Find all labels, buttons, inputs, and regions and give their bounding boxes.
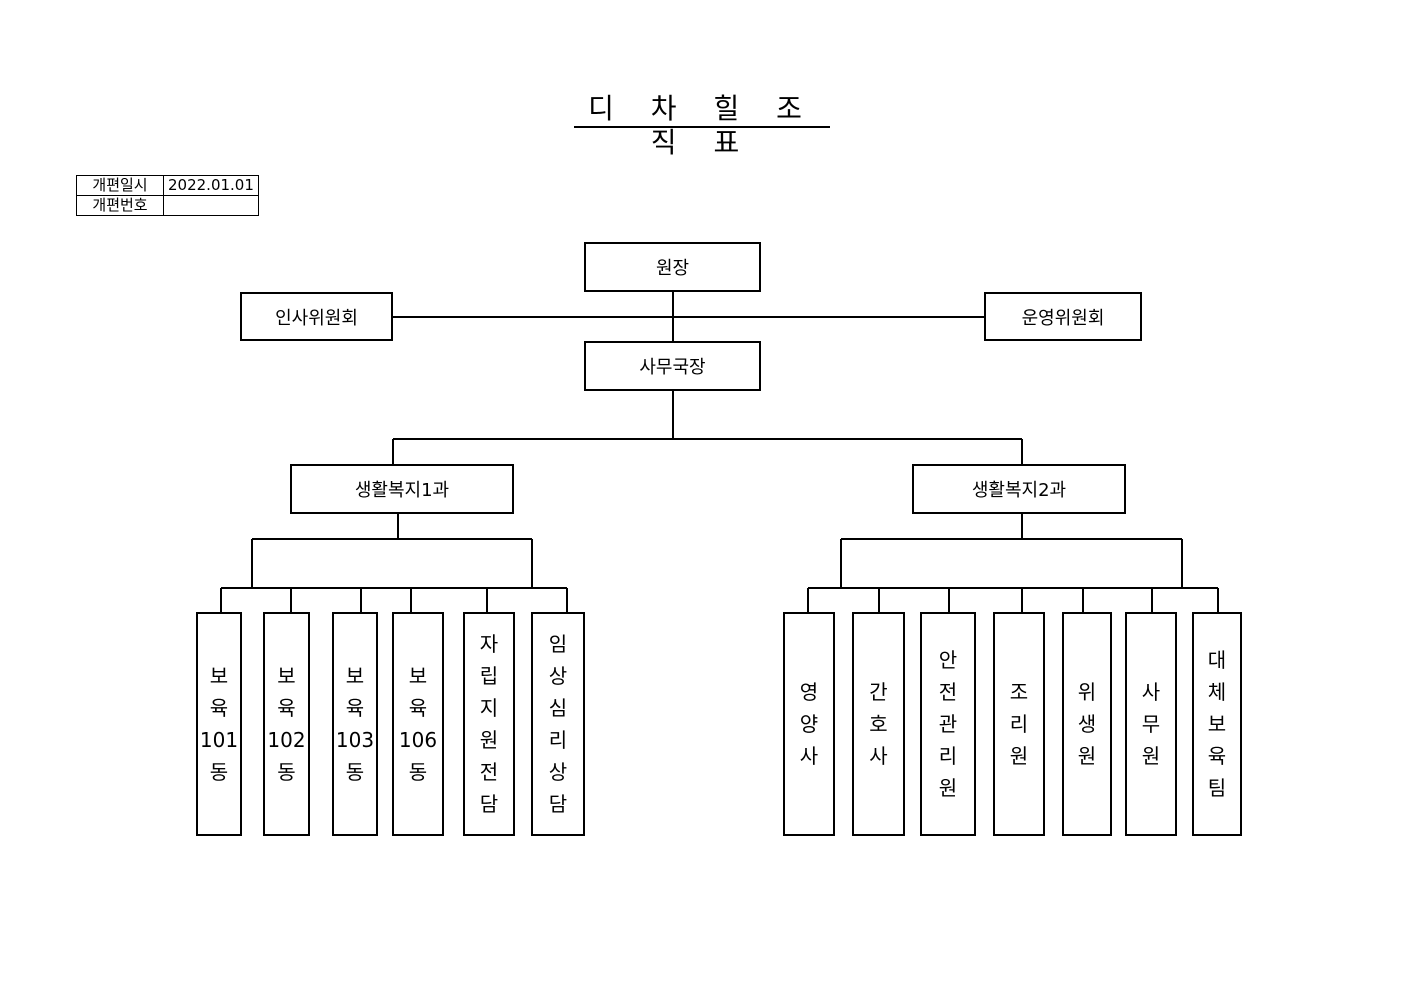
page-title: 디 차 힐 조 직 표 — [574, 92, 830, 159]
unit-label-char: 원 — [479, 728, 499, 752]
unit-label-char: 동 — [408, 760, 428, 784]
unit-label-char: 체 — [1207, 680, 1227, 704]
unit-label-char: 영 — [799, 680, 819, 704]
unit-label-char: 101 — [199, 728, 239, 752]
unit-label-char: 육 — [209, 696, 229, 720]
unit-label-char: 리 — [548, 728, 568, 752]
unit-label-char: 양 — [799, 712, 819, 736]
unit-label-char: 심 — [548, 696, 568, 720]
unit-label-char: 동 — [277, 760, 296, 784]
ops-committee-box: 운영위원회 — [984, 292, 1142, 341]
unit-label-char: 관 — [938, 712, 958, 736]
unit-label-char: 육 — [1207, 744, 1227, 768]
unit-label-char: 간 — [869, 680, 888, 704]
unit-label-char: 보 — [277, 664, 296, 688]
unit-label-char: 지 — [479, 696, 499, 720]
reorg-date-row: 개편일시 2022.01.01 — [76, 175, 259, 196]
unit-label-char: 사 — [799, 744, 819, 768]
secretary-general-box: 사무국장 — [584, 341, 761, 391]
unit-label-char: 대 — [1207, 648, 1227, 672]
unit-label-char: 임 — [548, 632, 568, 656]
unit-label-char: 원 — [938, 776, 958, 800]
reorg-date-value: 2022.01.01 — [163, 175, 259, 196]
hr-committee-box: 인사위원회 — [240, 292, 393, 341]
unit-label-char: 원 — [1009, 744, 1029, 768]
unit-label-char: 립 — [479, 664, 499, 688]
unit-label-char: 보 — [209, 664, 229, 688]
unit-label-char: 전 — [479, 760, 499, 784]
reorg-number-value — [163, 195, 259, 216]
unit-label-char: 원 — [1077, 744, 1097, 768]
unit-label-char: 원 — [1141, 744, 1161, 768]
unit-label-char: 육 — [277, 696, 296, 720]
unit-label-char: 103 — [335, 728, 375, 752]
unit-label-char: 위 — [1077, 680, 1097, 704]
unit-label-char: 팀 — [1207, 776, 1227, 800]
unit-label-char: 육 — [408, 696, 428, 720]
unit-label-char: 보 — [1207, 712, 1227, 736]
unit-label-char: 보 — [408, 664, 428, 688]
reorg-number-row: 개편번호 — [76, 195, 259, 216]
reorg-info-table: 개편일시 2022.01.01 개편번호 — [76, 175, 259, 216]
unit-label-char: 생 — [1077, 712, 1097, 736]
unit-label-char: 동 — [345, 760, 365, 784]
unit-label-char: 담 — [548, 792, 568, 816]
unit-label-char: 보 — [345, 664, 365, 688]
director-box: 원장 — [584, 242, 761, 292]
reorg-date-label: 개편일시 — [76, 175, 164, 196]
unit-label-char: 호 — [869, 712, 888, 736]
reorg-number-label: 개편번호 — [76, 195, 164, 216]
unit-label-char: 전 — [938, 680, 958, 704]
unit-label-char: 육 — [345, 696, 365, 720]
dept1-box: 생활복지1과 — [290, 464, 514, 514]
unit-label-char: 동 — [209, 760, 229, 784]
unit-label-char: 리 — [1009, 712, 1029, 736]
unit-label-char: 안 — [938, 648, 958, 672]
unit-label-char: 조 — [1009, 680, 1029, 704]
unit-label-char: 리 — [938, 744, 958, 768]
unit-label-char: 102 — [267, 728, 306, 752]
unit-label-char: 사 — [1141, 680, 1161, 704]
unit-label-char: 106 — [398, 728, 438, 752]
unit-label-char: 상 — [548, 760, 568, 784]
unit-label-char: 담 — [479, 792, 499, 816]
dept2-box: 생활복지2과 — [912, 464, 1126, 514]
unit-label-char: 자 — [479, 632, 499, 656]
unit-label-char: 무 — [1141, 712, 1161, 736]
unit-label-char: 사 — [869, 744, 888, 768]
unit-label-char: 상 — [548, 664, 568, 688]
